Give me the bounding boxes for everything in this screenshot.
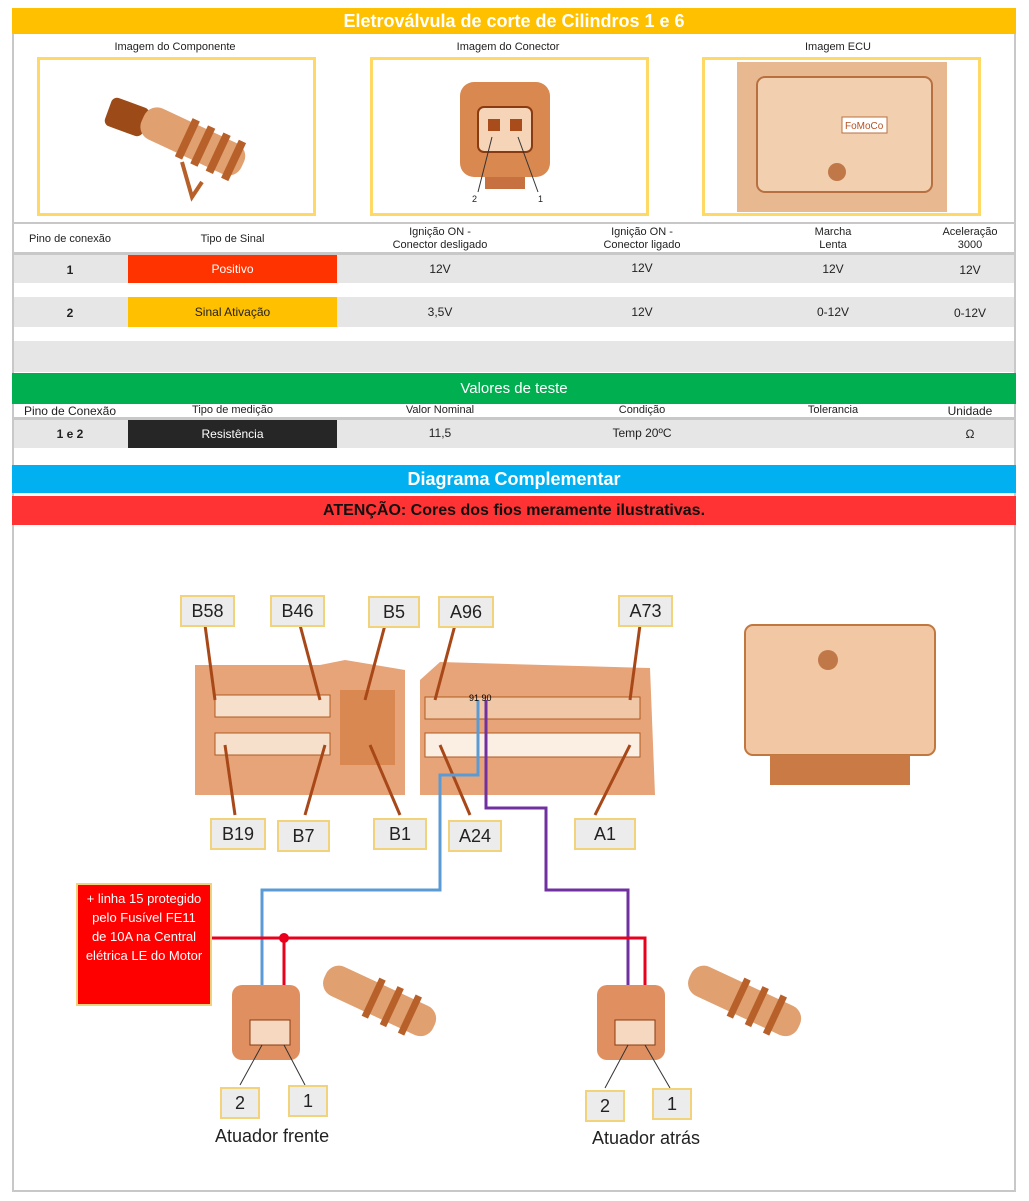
connector-image: 2 1	[370, 57, 649, 216]
pin-label-b58: B58	[180, 595, 235, 627]
unit-cell: Ω	[965, 427, 975, 441]
ecu-picture	[744, 624, 936, 785]
pin-cell: 1 e 2	[56, 427, 84, 441]
pin-label-a96: A96	[438, 596, 494, 628]
idle-cell: 12V	[822, 262, 844, 276]
component-image	[37, 57, 316, 216]
rear-actuator-valve	[688, 965, 802, 1037]
header-unit: Unidade	[947, 404, 993, 418]
power-note: + linha 15 protegido pelo Fusível FE11 d…	[76, 883, 212, 1006]
header-nominal: Valor Nominal	[405, 404, 475, 416]
pin-cell: 2	[66, 306, 74, 320]
signal-type-badge: Sinal Ativação	[128, 297, 337, 327]
header-signal-type: Tipo de Sinal	[200, 233, 265, 245]
divider	[14, 222, 1014, 224]
diagram-title: Diagrama Complementar	[12, 465, 1016, 493]
header-idle: Marcha Lenta	[814, 226, 852, 251]
front-actuator-valve	[323, 965, 437, 1037]
condition-cell: Temp 20ºC	[612, 426, 672, 440]
ecu-connector-b	[195, 660, 405, 795]
header-pin: Pino de Conexão	[23, 404, 117, 418]
ecu-image-label: Imagem ECU	[804, 41, 872, 53]
connector-pin-2: 2	[472, 194, 477, 204]
pin-label-b7: B7	[277, 820, 330, 852]
front-pin-2: 2	[220, 1087, 260, 1119]
header-ign-off: Ignição ON - Conector desligado	[392, 226, 488, 251]
header-pin: Pino de conexão	[29, 233, 111, 245]
page-title: Eletroválvula de corte de Cilindros 1 e …	[12, 8, 1016, 34]
rear-actuator-connector	[597, 985, 671, 1089]
signal-type-badge: Positivo	[128, 255, 337, 283]
ign-off-cell: 12V	[429, 262, 451, 276]
pin-label-a24: A24	[448, 820, 502, 852]
ecu-brand: FoMoCo	[845, 121, 884, 132]
ign-on-cell: 12V	[631, 261, 653, 275]
front-pin-1: 1	[288, 1085, 328, 1117]
test-values-title: Valores de teste	[12, 373, 1016, 404]
empty-row	[14, 341, 1014, 372]
connector-image-label: Imagem do Conector	[456, 41, 560, 53]
pin-label-a1: A1	[574, 818, 636, 850]
pin-label-a73: A73	[618, 595, 673, 627]
nominal-cell: 11,5	[428, 426, 452, 440]
ecu-image: FoMoCo	[702, 57, 981, 216]
pin-cell: 1	[66, 263, 74, 277]
measure-type-badge: Resistência	[128, 420, 337, 448]
idle-cell: 0-12V	[816, 305, 850, 319]
component-image-label: Imagem do Componente	[114, 41, 236, 53]
warning-banner: ATENÇÃO: Cores dos fios meramente ilustr…	[12, 496, 1016, 525]
connector-pin-1: 1	[538, 194, 543, 204]
front-actuator-connector	[232, 985, 306, 1086]
pin-label-b19: B19	[210, 818, 266, 850]
header-tolerance: Tolerancia	[807, 404, 859, 416]
ecu-pin-numbers: 91 90	[469, 693, 492, 703]
rear-actuator-caption: Atuador atrás	[592, 1128, 701, 1148]
pin-label-b1: B1	[373, 818, 427, 850]
header-accel: Aceleração 3000	[942, 226, 998, 251]
front-actuator-caption: Atuador frente	[215, 1126, 330, 1146]
ign-on-cell: 12V	[631, 305, 653, 319]
rear-pin-2: 2	[585, 1090, 625, 1122]
pin-label-b46: B46	[270, 595, 325, 627]
header-ign-on: Ignição ON - Conector ligado	[603, 226, 681, 251]
accel-cell: 12V	[959, 263, 981, 277]
ign-off-cell: 3,5V	[427, 305, 453, 319]
header-condition: Condição	[618, 404, 666, 416]
accel-cell: 0-12V	[953, 306, 987, 320]
rear-pin-1: 1	[652, 1088, 692, 1120]
pin-label-b5: B5	[368, 596, 420, 628]
header-measure-type: Tipo de medição	[192, 404, 273, 416]
